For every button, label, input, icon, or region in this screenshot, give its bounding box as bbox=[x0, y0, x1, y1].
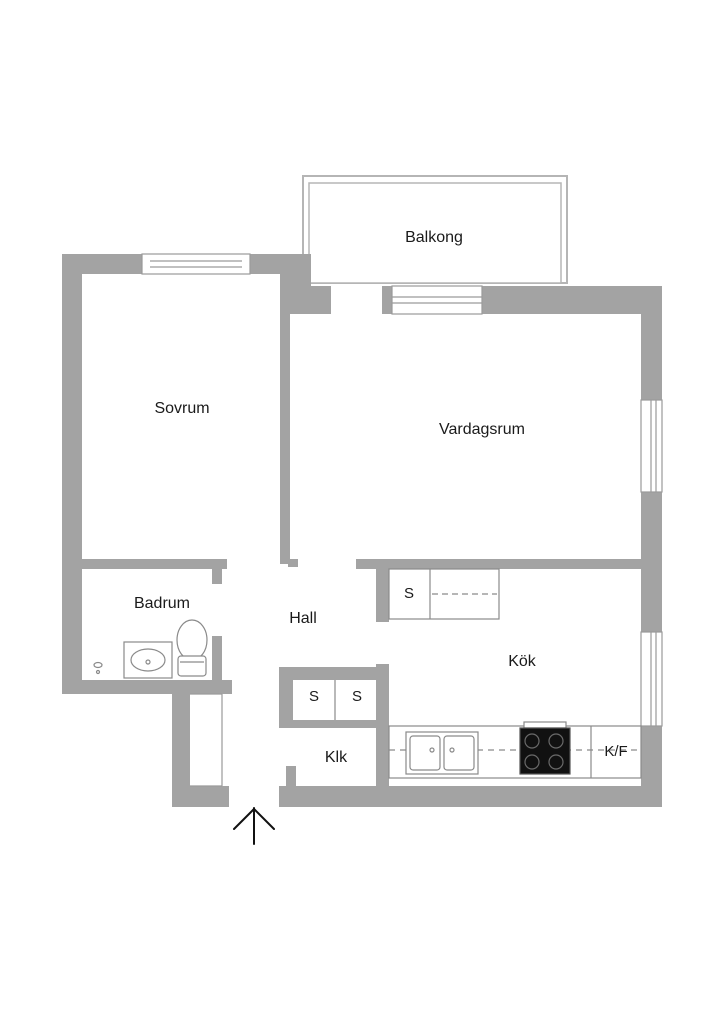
sink-icon bbox=[405, 731, 479, 775]
stove-icon bbox=[519, 721, 571, 775]
windows bbox=[141, 253, 663, 727]
kitchen-fixtures bbox=[388, 568, 642, 779]
label-storage-kitchen: S bbox=[404, 585, 414, 602]
entrance-arrow-icon bbox=[233, 807, 275, 845]
room-label-kitchen: Kök bbox=[508, 653, 537, 670]
bathroom-fixtures bbox=[93, 619, 208, 679]
walls bbox=[62, 254, 662, 807]
toilet-icon bbox=[176, 619, 208, 677]
room-label-closet: Klk bbox=[325, 749, 348, 766]
room-label-balcony: Balkong bbox=[405, 229, 463, 246]
room-label-bedroom: Sovrum bbox=[154, 400, 209, 417]
hall-closet-lines bbox=[190, 693, 223, 787]
room-label-bathroom: Badrum bbox=[134, 595, 190, 612]
label-fridge-freezer: K/F bbox=[604, 743, 627, 760]
label-storage-hall-2: S bbox=[352, 688, 362, 705]
label-storage-hall-1: S bbox=[309, 688, 319, 705]
floor-drain-icon bbox=[93, 661, 103, 669]
room-label-hall: Hall bbox=[289, 610, 317, 627]
room-label-living-room: Vardagsrum bbox=[439, 421, 525, 438]
balcony bbox=[302, 175, 568, 284]
